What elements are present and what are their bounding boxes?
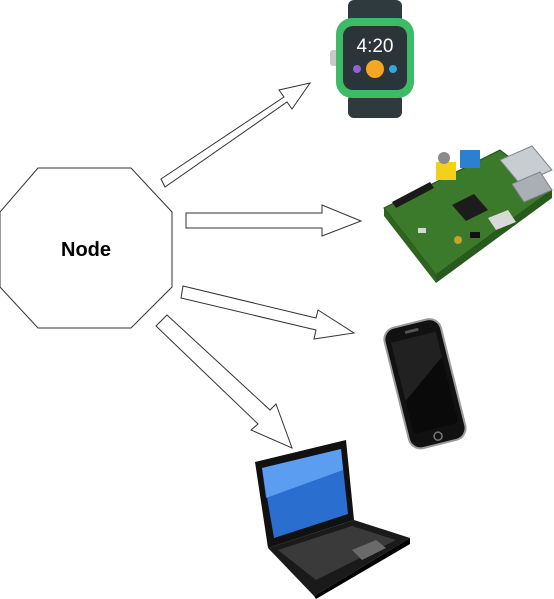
arrow-to-phone — [180, 285, 356, 340]
smartwatch-icon: 4:20 — [330, 0, 414, 118]
arrow-to-laptop — [155, 314, 293, 449]
node-shape[interactable]: Node — [0, 167, 173, 329]
raspberry-pi-board-icon — [383, 145, 553, 283]
laptop-icon — [255, 440, 410, 599]
node-label: Node — [61, 239, 111, 261]
arrow-to-watch — [160, 82, 312, 188]
smartphone-icon — [383, 318, 467, 450]
arrow-to-board — [185, 204, 363, 237]
watch-time: 4:20 — [357, 36, 394, 57]
